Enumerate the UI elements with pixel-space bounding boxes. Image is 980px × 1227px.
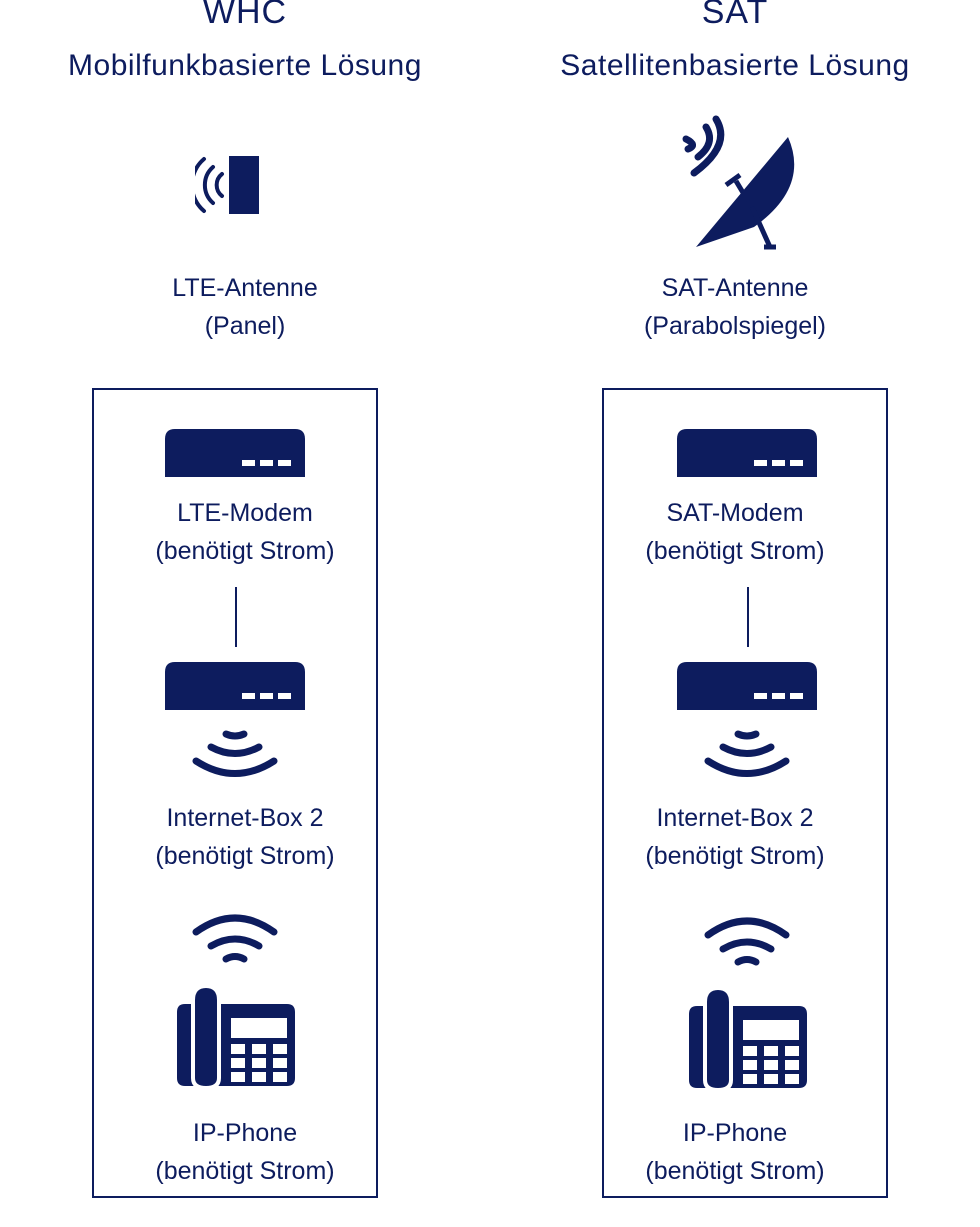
modem-icon: [163, 427, 307, 479]
antenna-label: SAT-Antenne: [661, 274, 809, 302]
phone-sublabel: (benötigt Strom): [645, 1157, 825, 1185]
desk-phone-icon: [685, 980, 809, 1092]
router-icon: [163, 660, 307, 712]
router-sublabel: (benötigt Strom): [155, 842, 335, 870]
wifi-signal-down-icon: [190, 724, 280, 780]
connector-line: [235, 587, 237, 647]
column-sat: SAT Satellitenbasierte Lösung SAT-Antenn…: [490, 0, 980, 1227]
satellite-dish-icon: [678, 115, 808, 255]
router-icon: [675, 660, 819, 712]
wifi-signal-up-icon: [190, 912, 280, 968]
modem-label: SAT-Modem: [666, 499, 804, 527]
phone-label: IP-Phone: [682, 1119, 788, 1147]
phone-label: IP-Phone: [192, 1119, 298, 1147]
wifi-signal-down-icon: [702, 724, 792, 780]
indoor-devices-frame: [602, 388, 888, 1198]
lte-panel-antenna-icon: [195, 150, 265, 222]
router-label: Internet-Box 2: [166, 804, 324, 832]
desk-phone-icon: [173, 978, 297, 1090]
modem-icon: [675, 427, 819, 479]
router-sublabel: (benötigt Strom): [645, 842, 825, 870]
wifi-signal-up-icon: [702, 915, 792, 971]
antenna-label: LTE-Antenne: [172, 274, 318, 302]
indoor-devices-frame: [92, 388, 378, 1198]
modem-sublabel: (benötigt Strom): [155, 537, 335, 565]
column-title: WHC: [202, 0, 288, 31]
column-whc: WHC Mobilfunkbasierte Lösung LTE-Antenne…: [68, 0, 422, 1198]
connector-line: [747, 587, 749, 647]
modem-label: LTE-Modem: [177, 499, 313, 527]
column-title: SAT: [701, 0, 769, 31]
router-label: Internet-Box 2: [656, 804, 814, 832]
antenna-sublabel: (Parabolspiegel): [643, 312, 827, 340]
column-subtitle: Mobilfunkbasierte Lösung: [68, 49, 422, 82]
column-subtitle: Satellitenbasierte Lösung: [560, 49, 910, 82]
phone-sublabel: (benötigt Strom): [155, 1157, 335, 1185]
modem-sublabel: (benötigt Strom): [645, 537, 825, 565]
antenna-sublabel: (Panel): [204, 312, 286, 340]
